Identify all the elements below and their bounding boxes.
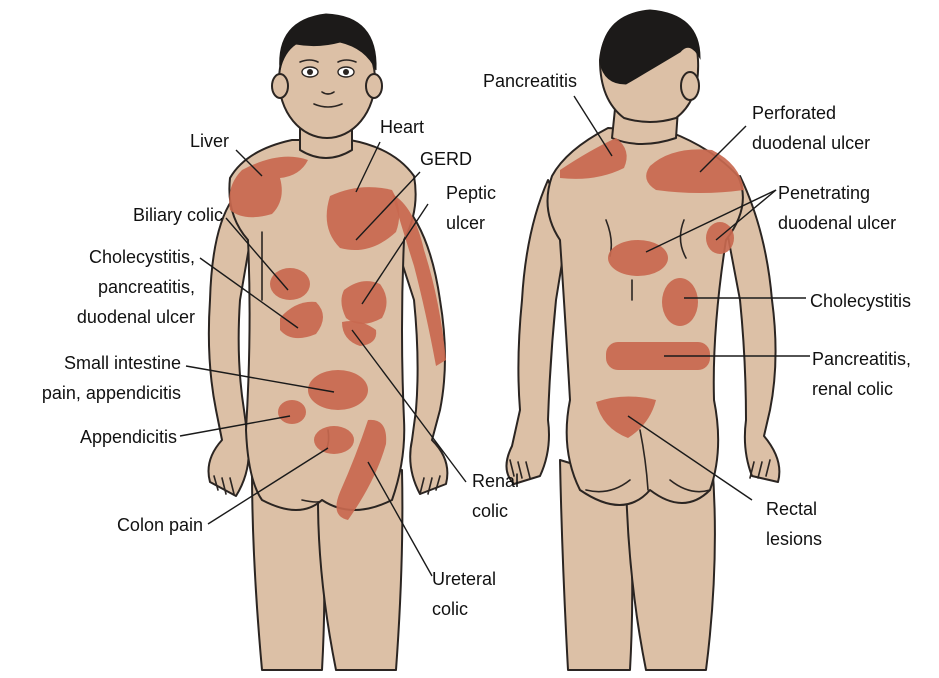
pancreatitis-neck-zone [560, 138, 627, 179]
label-peptic-ulcer-line1: Peptic [446, 183, 497, 203]
label-rectal-lesions-line1: Rectal [766, 499, 818, 519]
front-pain-zones [229, 156, 446, 520]
label-small-intestine: Small intestine pain, appendicitis [42, 348, 181, 408]
appendicitis-zone [278, 400, 306, 424]
ureteral-zone [336, 419, 387, 520]
cholecystitis-zone [280, 301, 323, 339]
label-peptic-ulcer-line2: ulcer [446, 213, 486, 233]
back-figure [505, 9, 781, 671]
rectal-zone [596, 396, 656, 438]
label-cholecystitis-back: Cholecystitis [810, 286, 911, 316]
label-pancreatitis-renal: Pancreatitis, renal colic [812, 344, 911, 404]
small-intestine-zone [308, 370, 368, 410]
label-heart-text: Heart [380, 117, 425, 137]
label-small-intestine-line2: pain, appendicitis [41, 383, 181, 403]
label-cholecystitis-front-line1: Cholecystitis, [88, 247, 195, 267]
label-cholecystitis-back-text: Cholecystitis [810, 291, 912, 311]
label-ureteral-colic: Ureteral colic [432, 564, 496, 624]
label-gerd-text: GERD [420, 149, 473, 169]
label-perforated-ulcer: Perforated duodenal ulcer [752, 98, 870, 158]
label-cholecystitis-front: Cholecystitis, pancreatitis, duodenal ul… [77, 242, 195, 332]
label-pancreatitis-back-text: Pancreatitis [482, 71, 577, 91]
label-biliary-colic: Biliary colic [133, 200, 223, 230]
label-heart: Heart [380, 112, 424, 142]
pancreatitis-renal-band [606, 342, 710, 370]
label-pancreatitis-renal-line2: renal colic [812, 379, 894, 399]
peptic-ulcer-zone [341, 281, 387, 324]
back-pain-zones [560, 138, 744, 438]
heart-zone [326, 187, 400, 250]
label-penetrating-ulcer-line2: duodenal ulcer [778, 213, 897, 233]
label-penetrating-ulcer: Penetrating duodenal ulcer [778, 178, 896, 238]
label-perforated-ulcer-line1: Perforated [752, 103, 837, 123]
label-ureteral-colic-line1: Ureteral [432, 569, 497, 589]
label-renal-colic: Renal colic [472, 466, 519, 526]
label-biliary-colic-text: Biliary colic [132, 205, 223, 225]
leader-lines [179, 95, 810, 577]
label-renal-colic-line1: Renal [472, 471, 520, 491]
label-cholecystitis-front-line2: pancreatitis, [97, 277, 195, 297]
label-peptic-ulcer: Peptic ulcer [446, 178, 496, 238]
label-rectal-lesions: Rectal lesions [766, 494, 822, 554]
label-small-intestine-line1: Small intestine [63, 353, 181, 373]
label-appendicitis: Appendicitis [80, 422, 177, 452]
perforated-ulcer-zone [646, 149, 744, 193]
label-liver-text: Liver [189, 131, 229, 151]
label-perforated-ulcer-line2: duodenal ulcer [752, 133, 871, 153]
label-rectal-lesions-line2: lesions [766, 529, 823, 549]
label-cholecystitis-front-line3: duodenal ulcer [76, 307, 195, 327]
label-ureteral-colic-line2: colic [432, 599, 469, 619]
liver-zone [229, 156, 308, 218]
label-pancreatitis-back: Pancreatitis [483, 66, 577, 96]
penetrating-ulcer-zone-right [706, 222, 734, 254]
cholecystitis-back-zone [662, 278, 698, 326]
label-gerd: GERD [420, 144, 472, 174]
label-renal-colic-line2: colic [472, 501, 509, 521]
label-liver: Liver [190, 126, 229, 156]
label-colon-pain: Colon pain [117, 510, 203, 540]
biliary-colic-zone [270, 268, 310, 300]
colon-zone [314, 426, 354, 454]
label-pancreatitis-renal-line1: Pancreatitis, [812, 349, 912, 369]
renal-zone-front [342, 321, 377, 346]
label-appendicitis-text: Appendicitis [79, 427, 177, 447]
label-colon-pain-text: Colon pain [116, 515, 203, 535]
label-penetrating-ulcer-line1: Penetrating [778, 183, 871, 203]
